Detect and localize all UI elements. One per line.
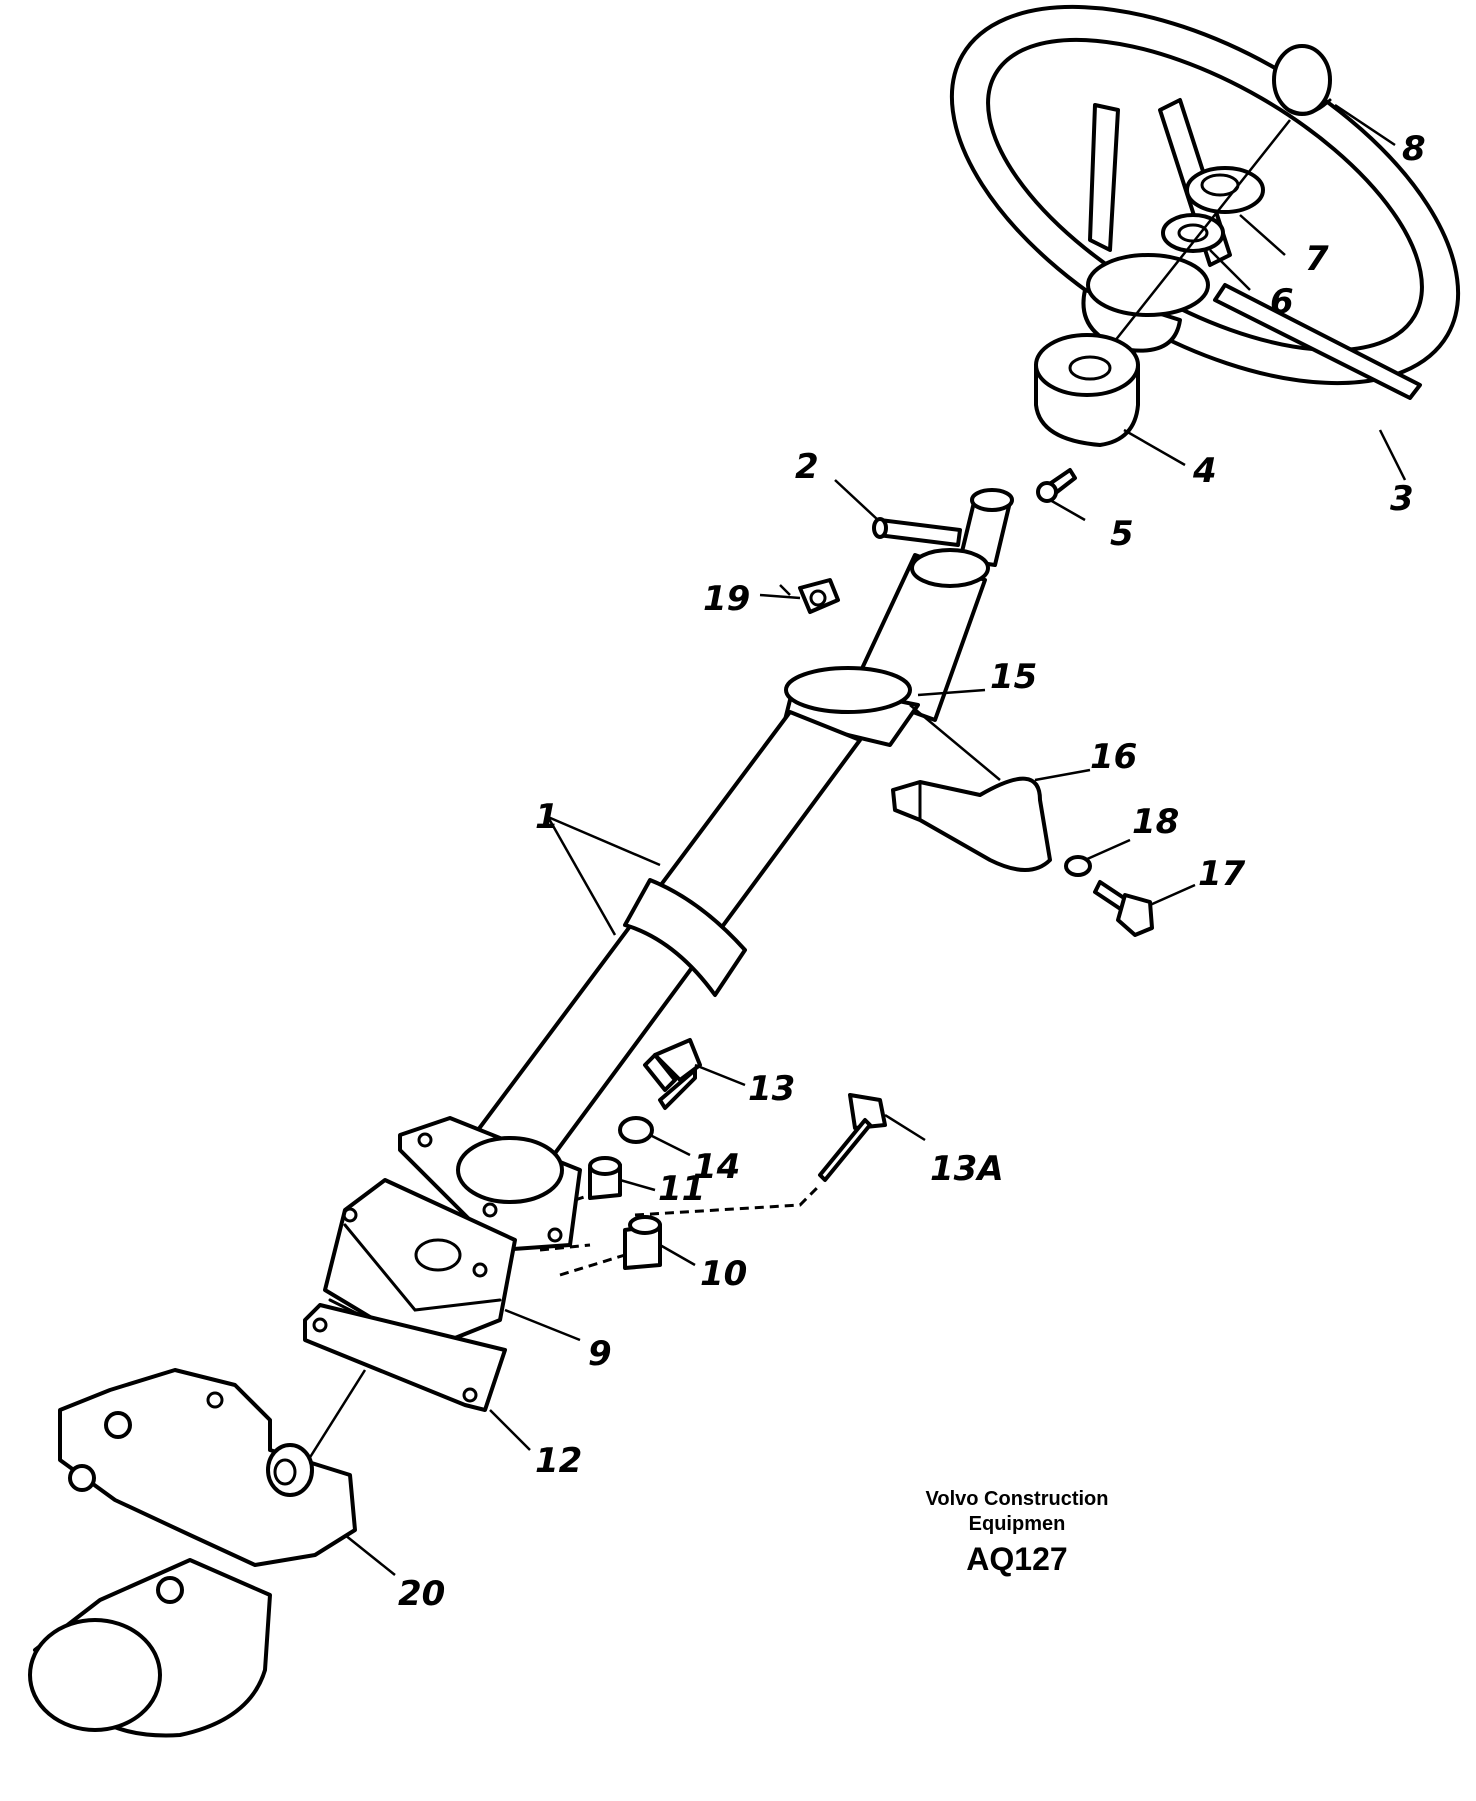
- callout-7: 7: [1305, 239, 1329, 279]
- plate-part-12: [303, 1303, 507, 1412]
- callout-19: 19: [703, 579, 750, 619]
- callout-10: 10: [700, 1254, 747, 1294]
- bolt-part-13a: [818, 1093, 887, 1182]
- spacer-part-10: [623, 1215, 662, 1270]
- callout-18: 18: [1132, 802, 1179, 842]
- callout-1: 1: [535, 797, 559, 837]
- assembly-line: [634, 1183, 822, 1217]
- nut-part-7: [1185, 166, 1265, 214]
- collar-part-15: [783, 666, 920, 747]
- callout-2: 2: [795, 447, 819, 487]
- cap-part-8: [1272, 44, 1332, 116]
- washer-part-14: [618, 1116, 654, 1144]
- nut-part-19: [798, 578, 840, 614]
- washer-part-18: [1064, 855, 1092, 877]
- callout-leaders: [344, 103, 1407, 1576]
- assembly-line: [559, 1253, 626, 1277]
- callout-11: 11: [658, 1169, 705, 1209]
- callout-3: 3: [1390, 479, 1414, 519]
- washer-part-6: [1161, 213, 1225, 253]
- callout-5: 5: [1110, 514, 1134, 554]
- column-lower-flange: [398, 1116, 582, 1252]
- callout-4: 4: [1192, 451, 1217, 491]
- pin-part-2: [872, 517, 962, 547]
- callout-15: 15: [990, 657, 1037, 697]
- callout-16: 16: [1090, 737, 1137, 777]
- mounting-plate-part-9: [323, 1178, 517, 1352]
- callout-13a: 13A: [930, 1149, 1004, 1189]
- break-marker: [623, 878, 747, 997]
- hub-adapter-part-4: [1034, 333, 1140, 447]
- spacer-part-11: [588, 1156, 622, 1200]
- callout-20: 20: [398, 1574, 445, 1614]
- assembly-line: [539, 1243, 591, 1252]
- callout-9: 9: [588, 1334, 612, 1374]
- callout-13: 13: [748, 1069, 795, 1109]
- reference-block: Volvo Construction Equipmen AQ127: [926, 1488, 1109, 1577]
- assembly-line: [574, 1193, 591, 1202]
- bolt-part-13: [643, 1038, 702, 1110]
- screw-part-5: [1036, 468, 1077, 503]
- reference-code: AQ127: [966, 1541, 1067, 1577]
- callout-8: 8: [1402, 129, 1426, 169]
- bracket-part-16: [891, 776, 1052, 872]
- callout-labels: 1 2 3 4 5 6 7 8 9 10 11 12 13 13A 14 15 …: [398, 129, 1426, 1614]
- callout-6: 6: [1270, 282, 1294, 322]
- callout-14: 14: [693, 1147, 740, 1187]
- callout-12: 12: [535, 1441, 582, 1481]
- steering-valve-part-20: [28, 1368, 357, 1738]
- bolt-part-17: [1093, 880, 1154, 937]
- company-name-line2: Equipmen: [969, 1513, 1066, 1535]
- company-name-line1: Volvo Construction: [926, 1488, 1109, 1510]
- callout-17: 17: [1198, 854, 1246, 894]
